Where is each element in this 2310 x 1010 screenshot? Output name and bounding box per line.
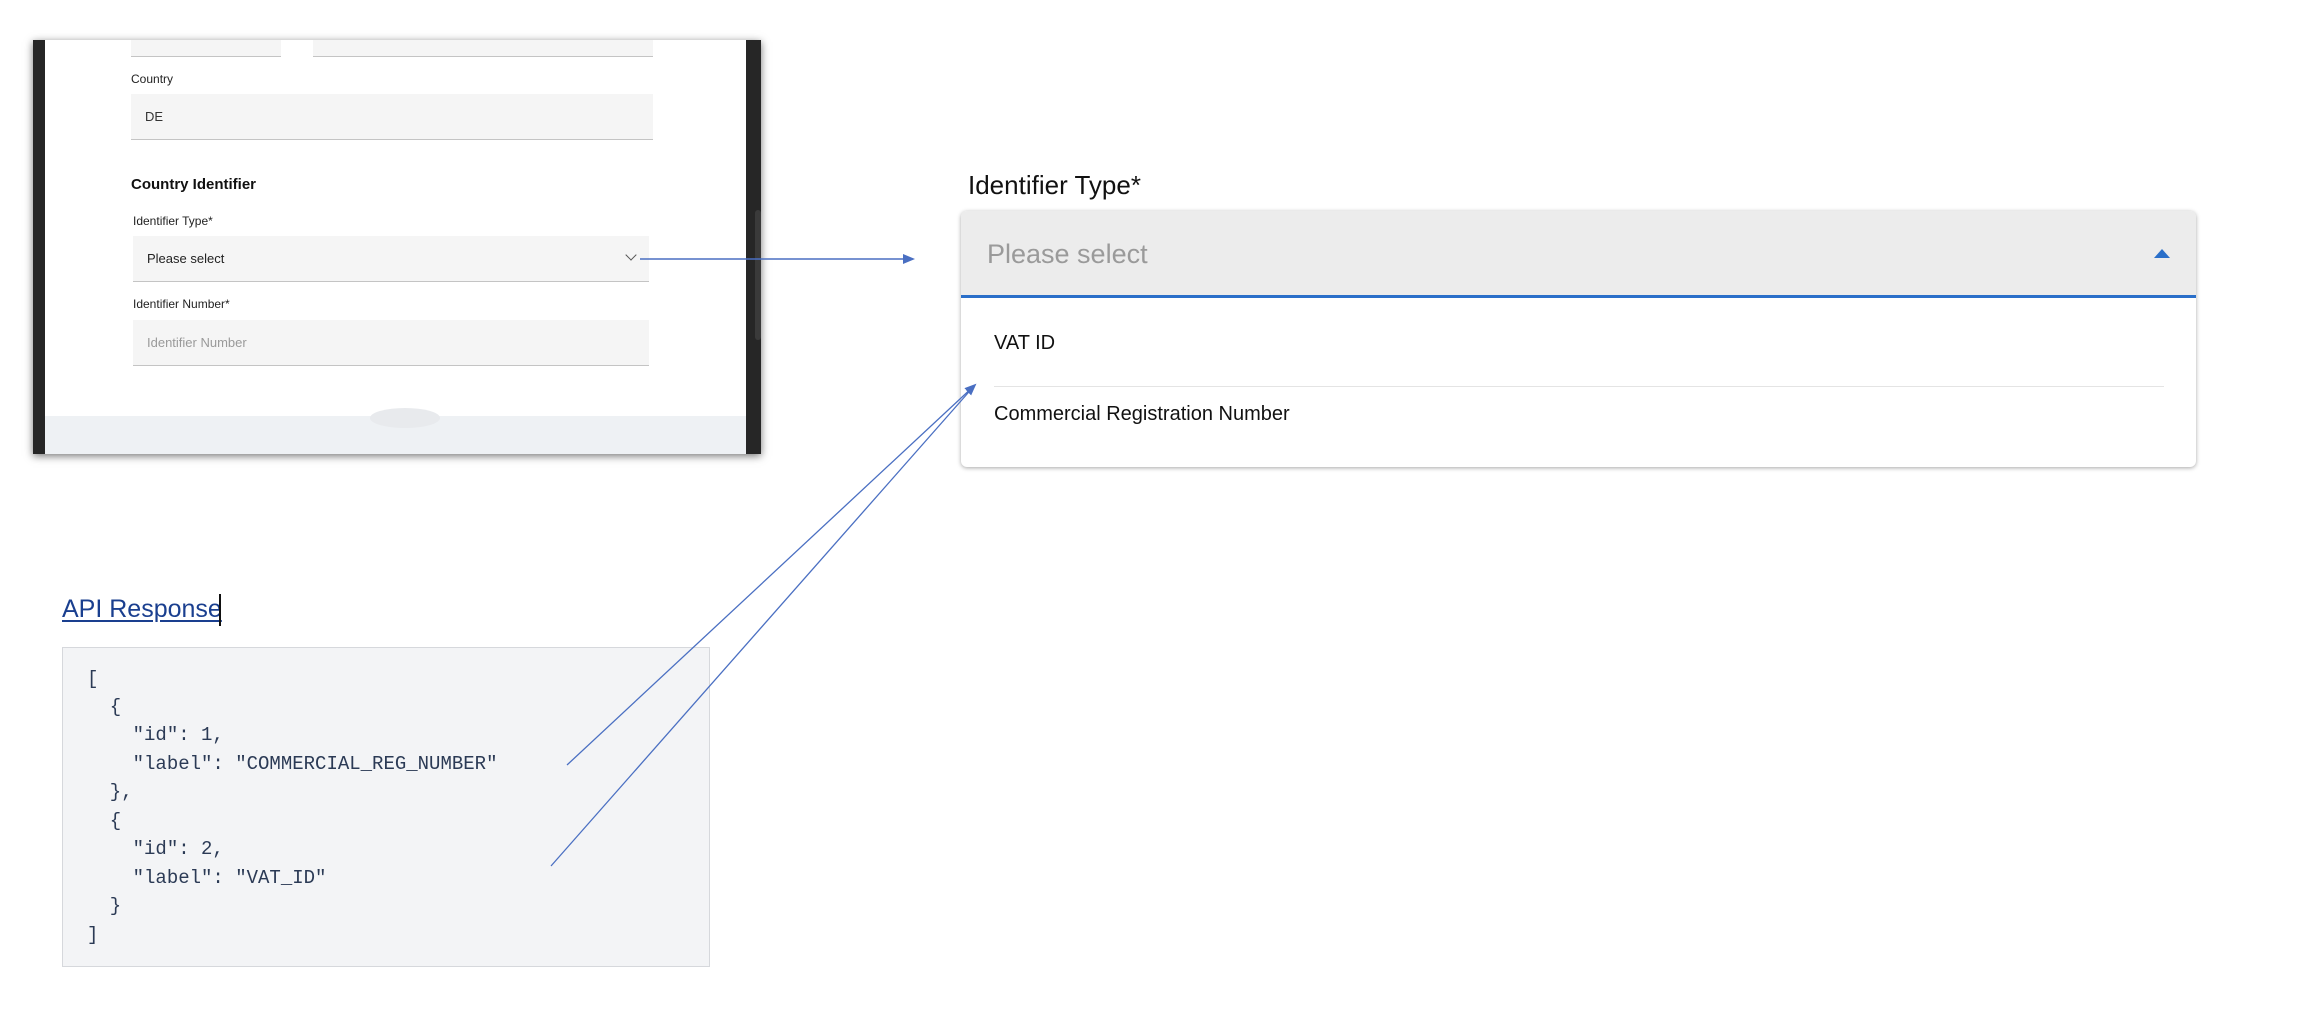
caret-up-icon[interactable]	[2154, 249, 2170, 258]
dropdown-label: Identifier Type*	[968, 170, 1141, 200]
code-line: ]	[87, 924, 99, 946]
arrow-commercial-to-option	[566, 383, 977, 766]
footer-handle	[370, 408, 440, 428]
partial-field-left[interactable]	[131, 40, 281, 57]
code-line: {	[87, 810, 122, 832]
identifier-type-label: Identifier Type*	[133, 214, 213, 228]
text-cursor	[219, 594, 221, 626]
dropdown-option-commercial-registration[interactable]: Commercial Registration Number	[994, 403, 1290, 425]
code-line: {	[87, 696, 122, 718]
identifier-type-placeholder: Please select	[147, 251, 225, 266]
arrow-vat-to-option	[550, 384, 976, 867]
code-line: },	[87, 781, 133, 803]
phone-scrollbar[interactable]	[755, 210, 761, 340]
code-line: "label": "COMMERCIAL_REG_NUMBER"	[87, 753, 498, 775]
api-response-code: [ { "id": 1, "label": "COMMERCIAL_REG_NU…	[62, 647, 710, 967]
code-line: }	[87, 895, 122, 917]
country-value: DE	[145, 109, 164, 124]
identifier-number-label: Identifier Number*	[133, 297, 230, 311]
dropdown-option-vat-id[interactable]: VAT ID	[994, 332, 1056, 354]
phone-screenshot: Country DE Country Identifier Identifier…	[33, 40, 761, 454]
identifier-number-input[interactable]: Identifier Number	[133, 320, 649, 366]
dropdown-placeholder: Please select	[987, 239, 1148, 269]
dropdown-select[interactable]: Please select	[961, 211, 2196, 298]
api-response-title[interactable]: API Response	[62, 595, 222, 623]
phone-screen: Country DE Country Identifier Identifier…	[45, 40, 746, 454]
code-line: [	[87, 668, 99, 690]
identifier-type-dropdown: Please select VAT ID Commercial Registra…	[961, 211, 2196, 467]
identifier-type-select[interactable]: Please select	[133, 236, 649, 282]
partial-field-right[interactable]	[313, 40, 653, 57]
code-line: "label": "VAT_ID"	[87, 867, 327, 889]
section-title: Country Identifier	[131, 176, 257, 193]
option-divider	[994, 386, 2164, 387]
code-line: "id": 1,	[87, 724, 224, 746]
code-line: "id": 2,	[87, 838, 224, 860]
identifier-number-placeholder: Identifier Number	[147, 335, 247, 350]
country-label: Country	[131, 72, 174, 86]
country-field[interactable]: DE	[131, 94, 653, 140]
phone-footer	[45, 408, 746, 454]
